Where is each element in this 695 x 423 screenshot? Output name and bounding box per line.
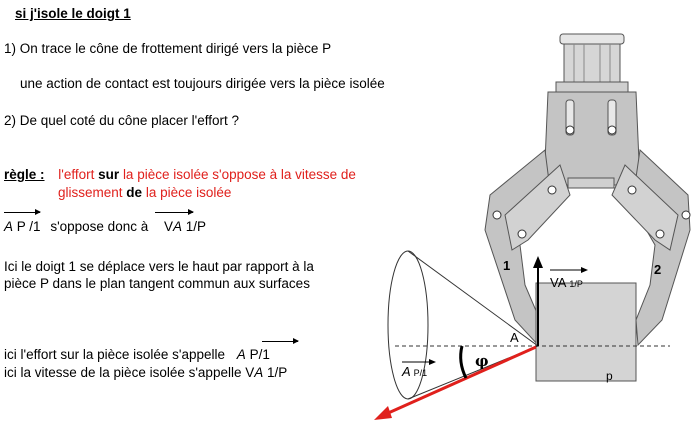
call-arrow-a (262, 338, 299, 344)
vector-v-symbol: VA (163, 219, 183, 234)
call-line2-a: A (254, 365, 264, 380)
explain-line1: Ici le doigt 1 se déplace vers le haut p… (4, 259, 314, 274)
vector-arrow-v (155, 209, 194, 215)
page-title: si j'isole le doigt 1 (15, 6, 131, 21)
vector-arrow-a (4, 209, 41, 215)
rule-text-glissement: glissement (58, 185, 123, 200)
rule-text-piece: la pièce isolée s'oppose à la vitesse de (122, 167, 356, 182)
call-line1-rest: P/1 (245, 347, 270, 362)
vector-middle-text: s'oppose donc à (50, 219, 149, 234)
step1-line2: une action de contact est toujours dirig… (20, 76, 385, 91)
rule-line1: règle : l'effort sur la pièce isolée s'o… (4, 167, 356, 183)
finger-2-label: 2 (654, 262, 661, 277)
rule-text-effort: l'effort (58, 167, 95, 182)
vector-v-rest: 1/P (182, 219, 207, 234)
gripper-motor (555, 33, 629, 93)
call-line1-a: A (236, 347, 246, 362)
point-a-label: A (510, 330, 519, 345)
part-p-label: p (606, 369, 613, 383)
rule-text-piece-isolee: la pièce isolée (145, 185, 232, 200)
part-p (535, 282, 637, 382)
rule-label: règle : (4, 167, 45, 182)
explain-line2: pièce P dans le plan tangent commun aux … (4, 276, 310, 291)
vector-a-symbol: A (4, 219, 14, 234)
call-line2-rest: 1/P (263, 365, 288, 380)
angle-phi-label: φ (475, 352, 489, 370)
finger-1 (484, 149, 571, 347)
vector-a-rest: P /1 (13, 219, 41, 234)
vector-line: A P /1 s'oppose donc à VA 1/P (4, 219, 206, 235)
step1-line1: 1) On trace le cône de frottement dirigé… (4, 41, 332, 56)
velocity-label-arrow (550, 267, 588, 273)
call-line1-text: ici l'effort sur la pièce isolée s'appel… (4, 347, 226, 362)
rule-text-sur: sur (98, 167, 120, 182)
rule-line2: glissement de la pièce isolée (58, 185, 231, 201)
call-line1: ici l'effort sur la pièce isolée s'appel… (4, 347, 270, 363)
force-label-arrow (402, 359, 436, 365)
finger-2 (611, 148, 691, 347)
velocity-vector (533, 256, 543, 346)
call-line2-text: ici la vitesse de la pièce isolée s'appe… (4, 365, 255, 380)
force-vector (374, 345, 537, 420)
gripper-body (543, 91, 641, 189)
rule-text-de: de (126, 185, 143, 200)
angle-arc (459, 345, 468, 379)
step2-question: 2) De quel coté du cône placer l'effort … (4, 113, 239, 128)
finger-1-label: 1 (503, 258, 510, 273)
call-line2: ici la vitesse de la pièce isolée s'appe… (4, 365, 287, 381)
